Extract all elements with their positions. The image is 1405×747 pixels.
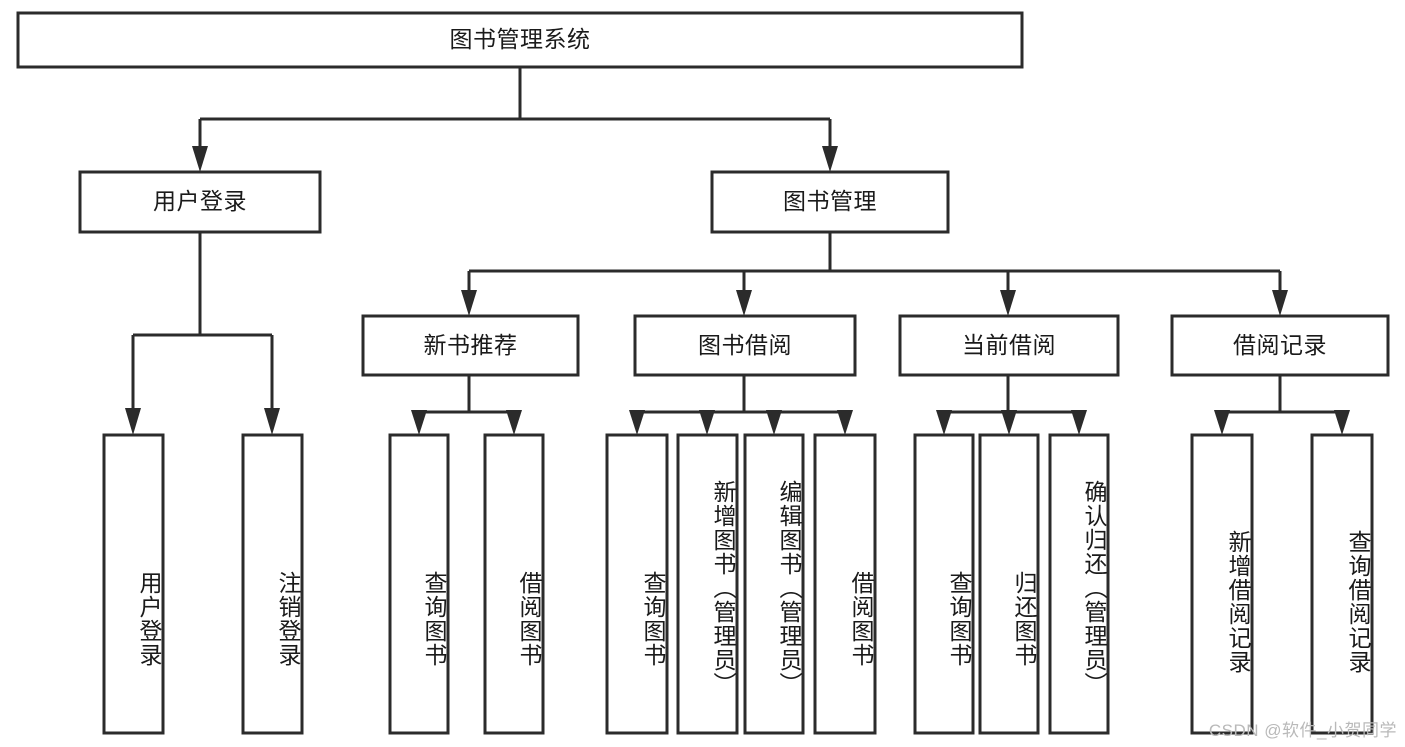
arrow-root-to-book-management xyxy=(822,146,838,172)
node-box-leaf-query-book-3[interactable] xyxy=(913,433,975,735)
arrow-ul-to-leaf-user-login xyxy=(125,408,141,435)
arrow-nbr-to-leaf-query-book-1 xyxy=(411,410,427,435)
node-box-leaf-user-logout[interactable] xyxy=(241,433,304,735)
arrow-root-to-user-login xyxy=(192,146,208,172)
arrow-br-to-leaf-add-record xyxy=(1214,410,1230,435)
node-box-leaf-borrow-book-1[interactable] xyxy=(483,433,545,735)
arrow-bb-to-leaf-borrow-book-2 xyxy=(837,410,853,435)
node-box-book-borrow[interactable] xyxy=(633,314,857,377)
node-box-leaf-add-book[interactable] xyxy=(676,433,739,735)
node-box-user-login[interactable] xyxy=(78,170,322,234)
node-box-current-borrow[interactable] xyxy=(898,314,1120,377)
node-box-leaf-add-record[interactable] xyxy=(1190,433,1254,735)
arrow-cb-to-leaf-query-book-3 xyxy=(936,410,952,435)
arrow-bm-to-book-borrow xyxy=(736,290,752,316)
arrow-bb-to-leaf-query-book-2 xyxy=(629,410,645,435)
arrow-bm-to-current-borrow xyxy=(1000,290,1016,316)
arrow-cb-to-leaf-confirm-return xyxy=(1071,410,1087,435)
node-box-leaf-confirm-return[interactable] xyxy=(1048,433,1110,735)
arrow-bm-to-borrow-record xyxy=(1272,290,1288,316)
arrow-cb-to-leaf-return-book xyxy=(1001,410,1017,435)
arrow-bb-to-leaf-add-book xyxy=(699,410,715,435)
node-box-borrow-record[interactable] xyxy=(1170,314,1390,377)
node-box-leaf-return-book[interactable] xyxy=(978,433,1040,735)
arrow-bb-to-leaf-edit-book xyxy=(766,410,782,435)
arrow-nbr-to-leaf-borrow-book-1 xyxy=(506,410,522,435)
node-box-leaf-user-login[interactable] xyxy=(102,433,165,735)
arrow-br-to-leaf-query-record xyxy=(1334,410,1350,435)
node-box-leaf-query-book-1[interactable] xyxy=(388,433,450,735)
node-box-book-management[interactable] xyxy=(710,170,950,234)
node-box-leaf-query-book-2[interactable] xyxy=(605,433,669,735)
node-box-leaf-query-record[interactable] xyxy=(1310,433,1374,735)
node-box-leaf-edit-book[interactable] xyxy=(743,433,805,735)
node-box-root[interactable] xyxy=(16,11,1024,69)
arrow-ul-to-leaf-user-logout xyxy=(264,408,280,435)
arrow-bm-to-new-book-recommend xyxy=(461,290,477,316)
node-box-leaf-borrow-book-2[interactable] xyxy=(813,433,877,735)
node-box-new-book-recommend[interactable] xyxy=(361,314,580,377)
